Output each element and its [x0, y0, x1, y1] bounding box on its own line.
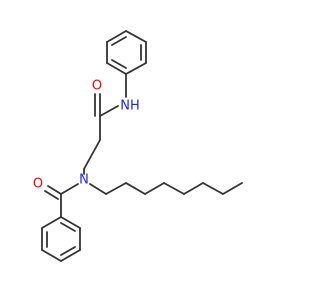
- bond-chain-2: [83, 139, 101, 170]
- carbonyl-left: [44, 185, 62, 200]
- molecule-structure: NH O N O: [33, 30, 243, 262]
- bond-nh-carbonyl: [99, 105, 119, 117]
- phenyl-ring-bottom: [41, 216, 81, 262]
- atom-nh: NH: [120, 99, 140, 114]
- carbonyl-top: [94, 93, 101, 117]
- molecule-canvas: NH O N O: [32, 30, 243, 262]
- bond-n-benzoyl: [60, 183, 79, 195]
- phenyl-ring-top: [106, 30, 147, 75]
- octyl-chain: [89, 182, 243, 195]
- atom-o-left: O: [33, 177, 43, 192]
- atom-o-top: O: [92, 79, 102, 94]
- atom-n: N: [79, 173, 89, 188]
